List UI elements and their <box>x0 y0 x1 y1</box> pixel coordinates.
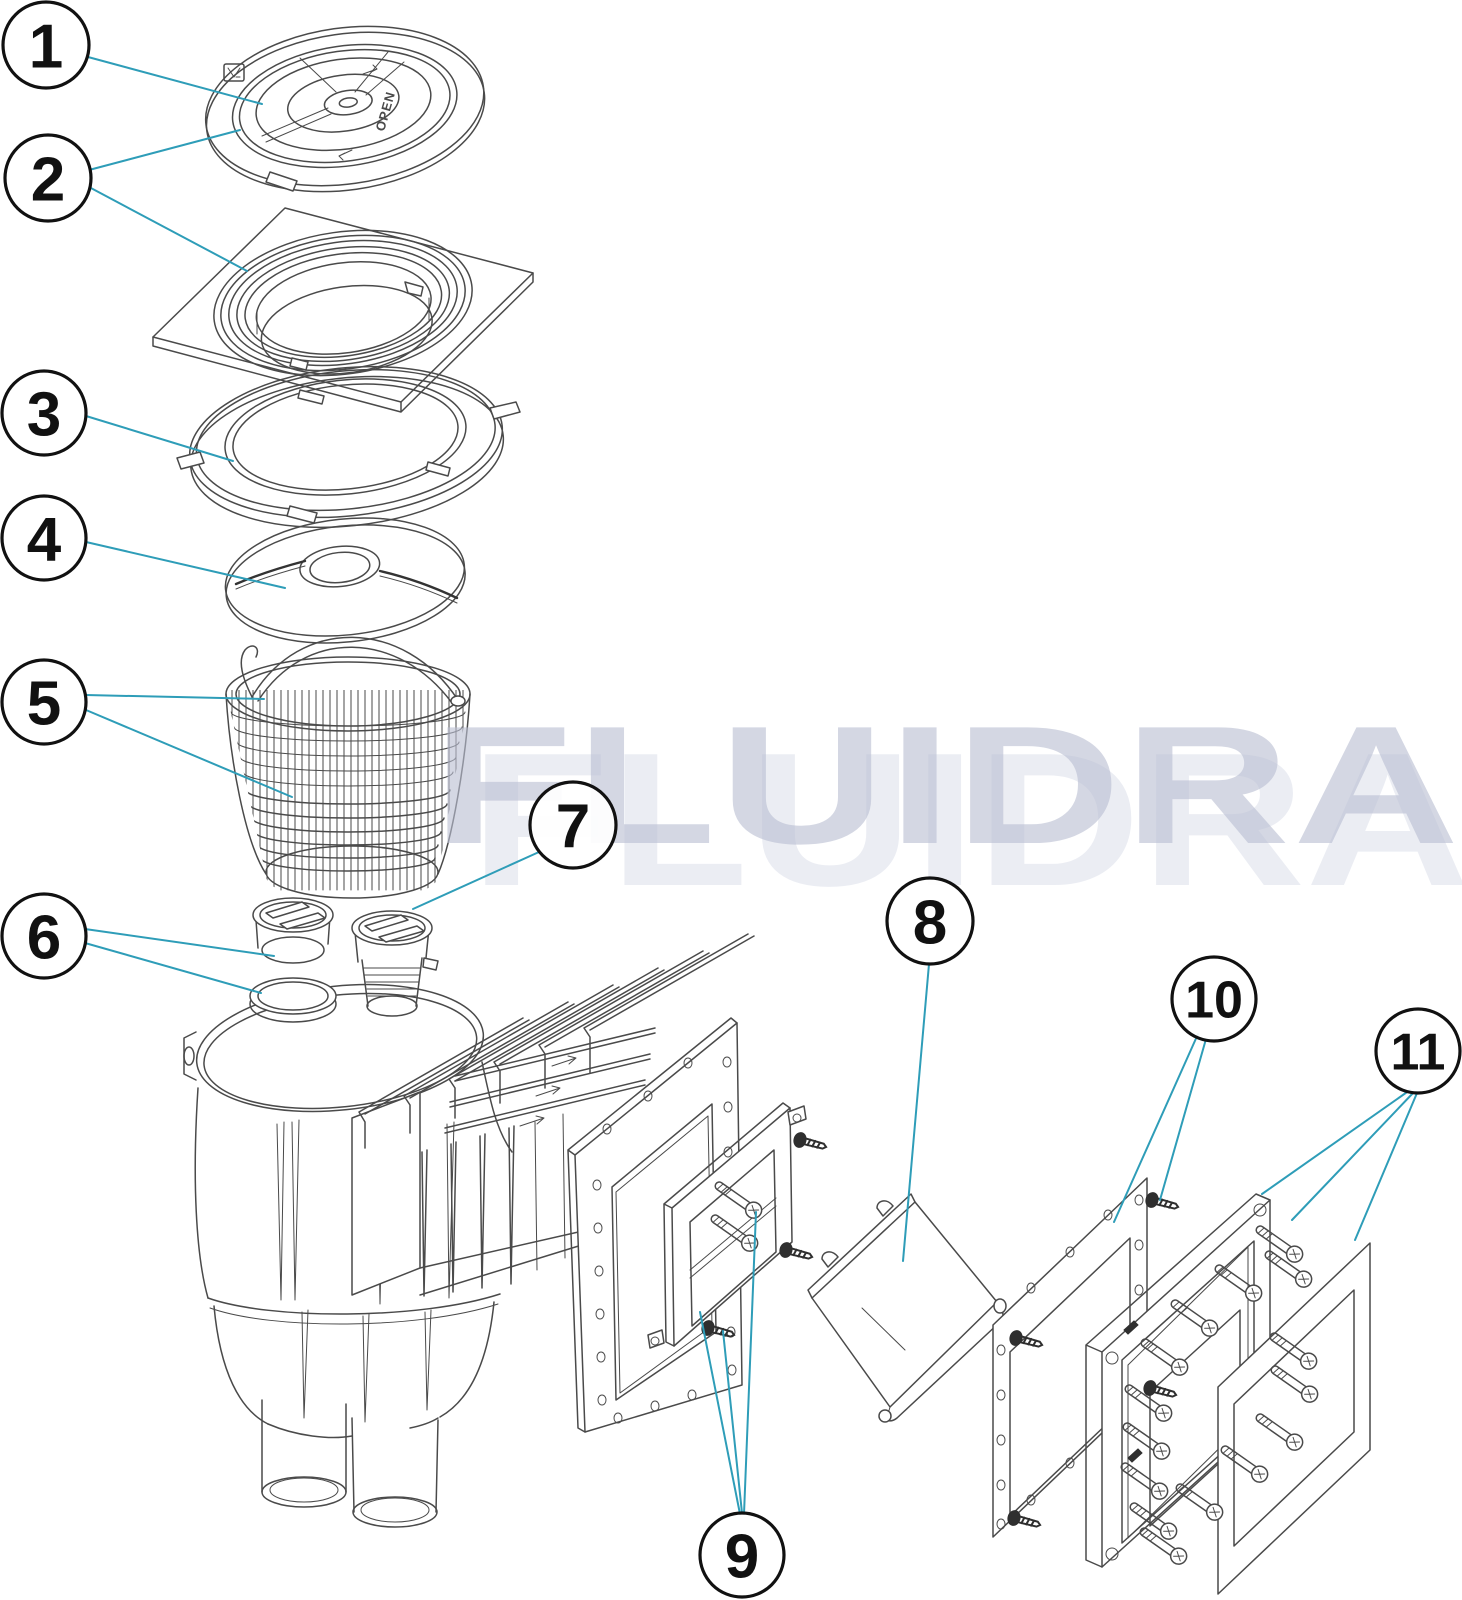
leader-line-10 <box>1159 1038 1207 1201</box>
leader-line-6 <box>84 942 262 994</box>
callout-3: 3 <box>0 369 88 457</box>
leader-line-4 <box>85 541 286 589</box>
leader-line-9 <box>699 1311 741 1515</box>
callout-7: 7 <box>528 780 618 870</box>
callout-8: 8 <box>885 876 975 966</box>
leader-line-7 <box>412 851 540 910</box>
callout-number: 3 <box>27 380 61 449</box>
tank-body <box>183 977 513 1528</box>
leader-line-10 <box>1113 1033 1199 1223</box>
leader-line-5 <box>85 709 293 798</box>
callout-9: 9 <box>698 1511 786 1599</box>
leader-line-2 <box>88 129 241 171</box>
parts-layer: OPEN <box>152 25 1371 1595</box>
callout-number: 8 <box>913 888 947 957</box>
callout-number: 4 <box>27 505 62 574</box>
plug-left <box>252 897 334 964</box>
callout-number: 6 <box>27 903 61 972</box>
callout-number: 7 <box>556 792 590 861</box>
callout-2: 2 <box>3 133 93 223</box>
leader-lines <box>84 56 1418 1515</box>
callout-number: 10 <box>1185 972 1243 1030</box>
leader-line-9 <box>743 1211 757 1515</box>
callout-11: 11 <box>1374 1007 1462 1095</box>
skimmer-throat <box>351 933 755 1297</box>
callout-circle <box>1374 1007 1462 1095</box>
leader-line-11 <box>1261 1089 1411 1195</box>
callout-circle <box>885 876 975 966</box>
locking-ring <box>176 365 521 529</box>
leader-line-11 <box>1291 1091 1415 1221</box>
leader-line-1 <box>87 56 263 105</box>
callout-circle <box>3 133 93 223</box>
callout-1: 1 <box>1 0 91 90</box>
leader-line-11 <box>1354 1092 1418 1241</box>
weir-flap <box>807 1193 1007 1423</box>
callout-6: 6 <box>0 892 88 980</box>
callout-number: 11 <box>1391 1024 1446 1082</box>
skimmer-lid: OPEN <box>204 25 486 193</box>
watermark-shadow-text: FLUIDRA <box>470 714 1462 926</box>
callout-10: 10 <box>1170 955 1258 1043</box>
leader-line-2 <box>88 186 248 272</box>
diverter-plate <box>224 517 466 644</box>
callout-circle <box>528 780 618 870</box>
leader-line-9 <box>722 1330 743 1514</box>
leader-line-6 <box>84 928 275 957</box>
lid-open-label: OPEN <box>372 89 398 132</box>
plug-right <box>351 910 439 1017</box>
callout-circle <box>1170 955 1258 1043</box>
callout-4: 4 <box>0 494 88 582</box>
callout-circle <box>0 892 88 980</box>
callout-5: 5 <box>0 658 88 746</box>
lid-square-frame <box>152 207 534 413</box>
outlet-pipes <box>261 1399 439 1528</box>
inner-door-frame <box>647 1102 830 1349</box>
leader-line-8 <box>902 963 930 1262</box>
leader-line-5 <box>85 694 265 700</box>
callout-circle <box>698 1511 786 1599</box>
drain-plugs <box>252 897 439 1017</box>
outer-gasket <box>1217 1242 1371 1595</box>
callout-circle <box>0 494 88 582</box>
callout-number: 1 <box>29 12 63 81</box>
leader-line-3 <box>85 415 234 462</box>
callout-circle <box>0 658 88 746</box>
callout-number: 2 <box>31 145 65 214</box>
callout-circle <box>1 0 91 90</box>
callout-circle <box>0 369 88 457</box>
strainer-basket <box>225 636 471 899</box>
callout-number: 9 <box>725 1522 759 1591</box>
callout-number: 5 <box>27 669 61 738</box>
